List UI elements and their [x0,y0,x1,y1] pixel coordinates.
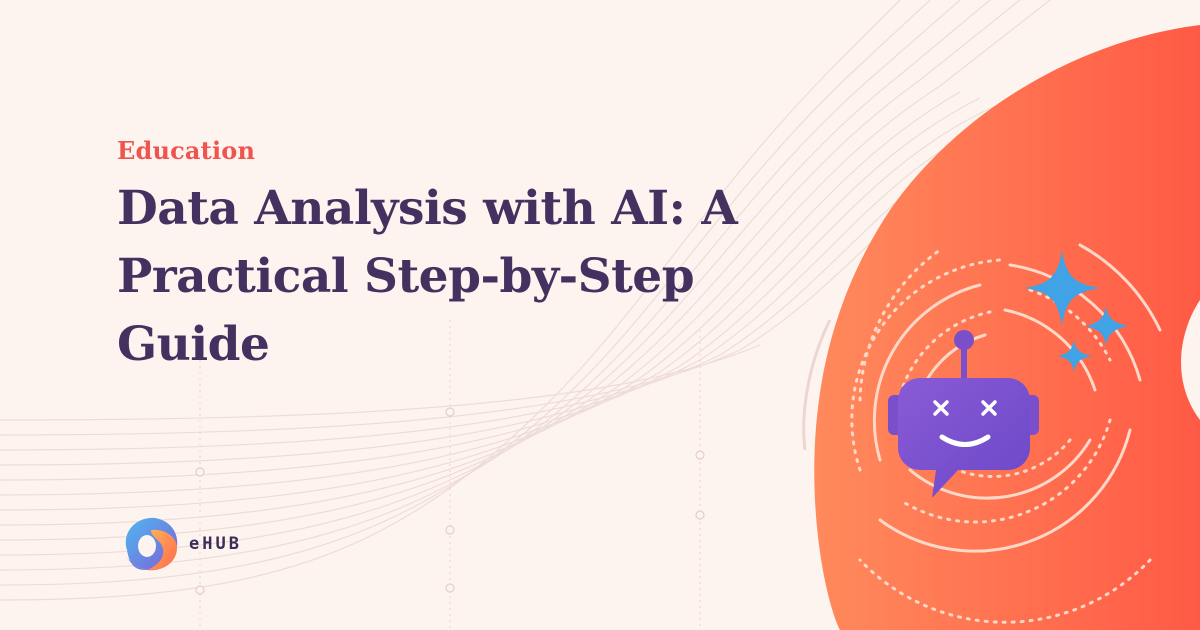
title-line: Guide [117,317,270,372]
ehub-logo-icon [125,517,178,571]
category-label: Education [117,136,256,165]
hero-illustration [802,25,1200,630]
page-title: Data Analysis with AI: A Practical Step-… [117,175,877,379]
title-line: Practical Step-by-Step [117,249,695,304]
sparkle-icon [1024,250,1128,372]
robot-chat-icon [888,330,1039,498]
brand-logo[interactable]: eHUB [117,510,242,578]
title-line: Data Analysis with AI: A [117,181,738,236]
orange-blob [814,25,1200,630]
brand-name: eHUB [189,534,242,554]
